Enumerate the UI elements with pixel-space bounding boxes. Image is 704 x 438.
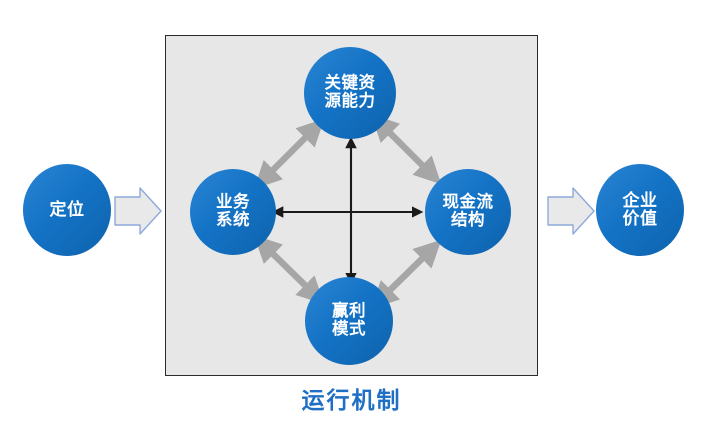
node-cashflow-structure-label: 现金流 结构 (441, 193, 496, 230)
node-positioning-line-1: 定位 (49, 199, 85, 219)
node-profit-model[interactable]: 赢利 模式 (305, 277, 393, 365)
node-cashflow-structure-line-1: 现金流 (442, 193, 494, 212)
node-profit-model-line-1: 赢利 (332, 302, 366, 321)
node-enterprise-value[interactable]: 企业 价值 (596, 164, 684, 256)
node-profit-model-label: 赢利 模式 (330, 302, 368, 339)
node-key-resource-capability-line-1: 关键资 (324, 74, 376, 93)
node-positioning-label: 定位 (48, 199, 87, 219)
node-business-system-label: 业务 系统 (214, 193, 252, 230)
node-key-resource-capability[interactable]: 关键资 源能力 (304, 47, 396, 139)
block-arrow-positioning-to-panel (114, 187, 162, 235)
block-arrow-panel-to-value (547, 187, 595, 235)
node-business-system[interactable]: 业务 系统 (190, 169, 276, 255)
node-business-system-line-2: 系统 (216, 211, 250, 229)
node-enterprise-value-line-1: 企业 (622, 190, 658, 210)
node-key-resource-capability-line-2: 源能力 (324, 92, 376, 110)
node-enterprise-value-line-2: 价值 (622, 209, 658, 228)
node-business-system-line-1: 业务 (216, 193, 250, 212)
node-cashflow-structure[interactable]: 现金流 结构 (425, 169, 511, 255)
node-cashflow-structure-line-2: 结构 (451, 211, 485, 229)
panel-caption: 运行机制 (301, 387, 402, 413)
node-positioning[interactable]: 定位 (23, 164, 111, 256)
node-profit-model-line-2: 模式 (332, 320, 366, 338)
node-key-resource-capability-label: 关键资 源能力 (323, 74, 378, 111)
node-enterprise-value-label: 企业 价值 (621, 190, 660, 229)
